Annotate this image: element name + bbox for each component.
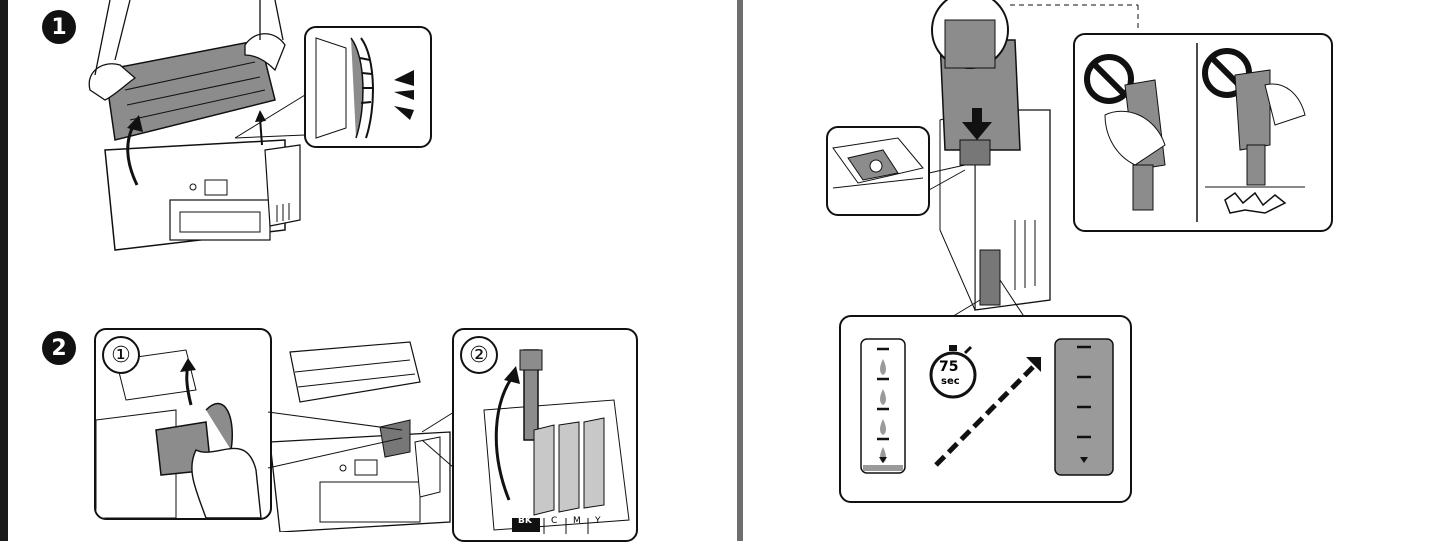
column-divider: [737, 0, 743, 541]
step-2-2-callout: ② BK C M Y: [452, 328, 638, 542]
hinge-detail-callout: [304, 26, 432, 148]
stopwatch-icon: [929, 345, 977, 399]
page-edge-bar: [0, 0, 8, 541]
incorrect-usage-callout: [1073, 33, 1333, 232]
step-1-badge: 1: [42, 10, 76, 44]
timer-unit: sec: [941, 376, 960, 387]
sub-step-2-marker: ②: [460, 336, 498, 374]
leader-lines-2: [267, 411, 455, 469]
tank-cap-detail-callout: [826, 126, 930, 216]
sub-step-1-marker: ①: [102, 336, 140, 374]
ink-label-m: M: [573, 516, 581, 526]
step-2-1-callout: ①: [94, 328, 272, 520]
timer-value: 75: [939, 359, 959, 375]
prohibited-icon: [1084, 54, 1134, 104]
ink-label-y: Y: [595, 516, 601, 526]
ink-level-check-callout: 75 sec: [839, 315, 1132, 503]
printer-open-scanner-illustration: [88, 0, 306, 251]
step-2-badge: 2: [42, 331, 76, 365]
ink-bottle-insert-illustration: [919, 0, 1139, 319]
ink-label-c: C: [551, 516, 558, 526]
arrow-up-icon: [1026, 357, 1041, 372]
ink-label-bk: BK: [518, 516, 532, 526]
